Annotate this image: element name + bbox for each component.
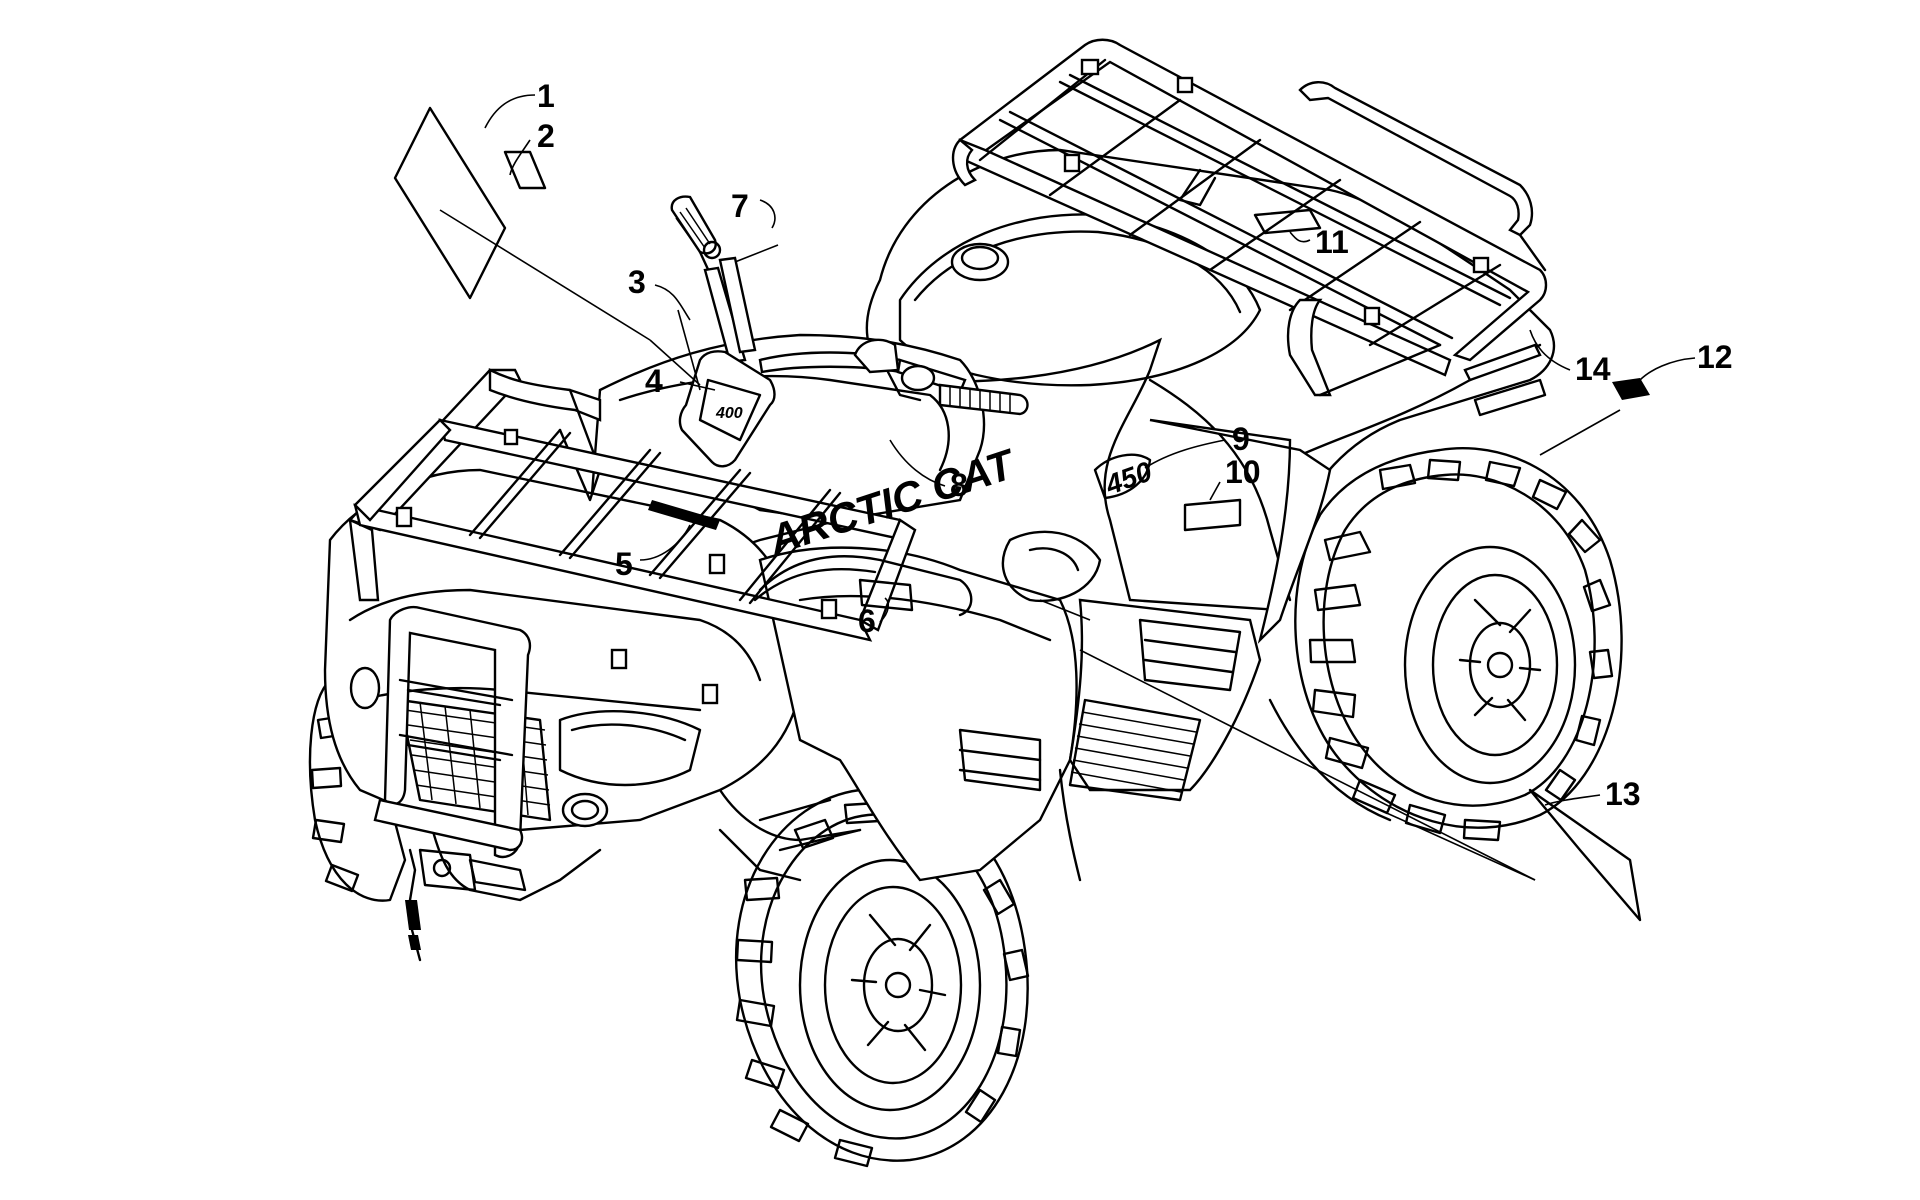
callout-6: 6 [858,603,876,639]
front-rack [347,368,973,705]
front-brush-guard [373,606,532,859]
callout-1: 1 [537,78,555,114]
handlebars [670,195,1029,416]
callout-7: 7 [731,188,749,224]
display-decal-text: 400 [715,405,743,422]
callout-12: 12 [1697,339,1733,375]
callout-labels: 1 2 3 4 5 6 7 8 9 10 11 12 13 14 [537,78,1733,812]
callout-9: 9 [1232,421,1250,457]
front-left-wheel [735,787,1030,1168]
footrest-grating [1068,698,1202,802]
callout-10: 10 [1225,454,1261,490]
callout-3: 3 [628,264,646,300]
callout-5: 5 [615,546,633,582]
atv-body [323,148,1556,962]
rear-right-wheel [1294,446,1623,842]
callout-14: 14 [1575,351,1611,387]
callout-13: 13 [1605,776,1641,812]
callout-4: 4 [645,363,663,399]
instrument-pod: 400 [678,350,776,468]
callout-2: 2 [537,118,555,154]
rear-rack [951,38,1548,417]
callout-11: 11 [1315,224,1349,260]
callout-8: 8 [950,467,968,503]
leader-lines [439,94,1696,881]
